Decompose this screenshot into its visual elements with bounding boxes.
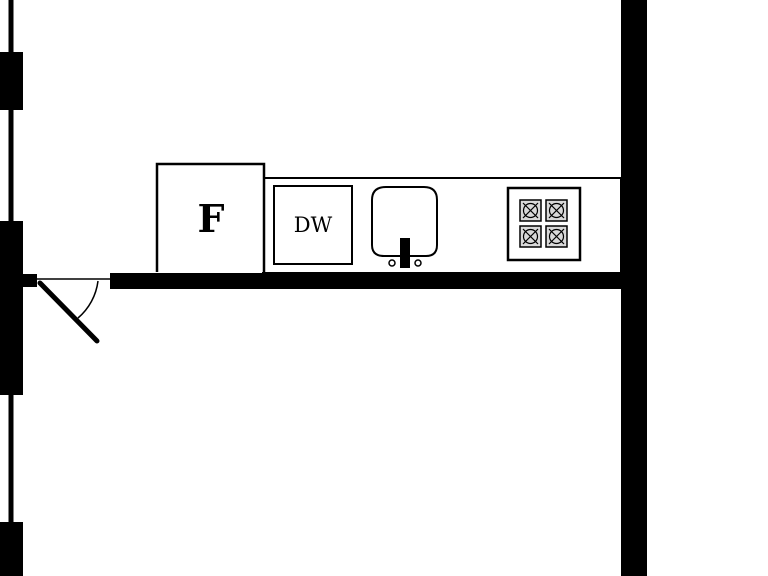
burner-icon [545,199,568,222]
cooktop-outline [506,186,582,262]
sink [371,186,438,268]
left-wall-pier-middle [0,221,23,395]
fridge-outline [155,162,266,272]
dishwasher-label: DW [294,213,333,237]
door-leaf [37,280,100,344]
fridge: F [155,162,266,272]
sink-faucet [400,238,410,268]
left-wall-pier-bottom [0,522,23,576]
sink-tap-right [414,259,422,267]
right-wall [621,0,647,576]
burner-icon [545,225,568,248]
sink-tap-left [388,259,396,267]
left-wall [0,0,23,576]
burner-icon [519,225,542,248]
sink-basin [371,186,438,257]
fridge-label: F [198,196,225,241]
partition-wall-main [110,273,625,289]
door-swing-arc [77,280,99,319]
cooktop [506,186,582,262]
dishwasher-outline [273,185,353,265]
burner-icon [519,199,542,222]
partition-wall [20,273,625,289]
left-wall-pier-top [0,52,23,110]
dishwasher: DW [273,185,353,265]
partition-wall-stub [20,274,37,287]
door [37,278,110,344]
